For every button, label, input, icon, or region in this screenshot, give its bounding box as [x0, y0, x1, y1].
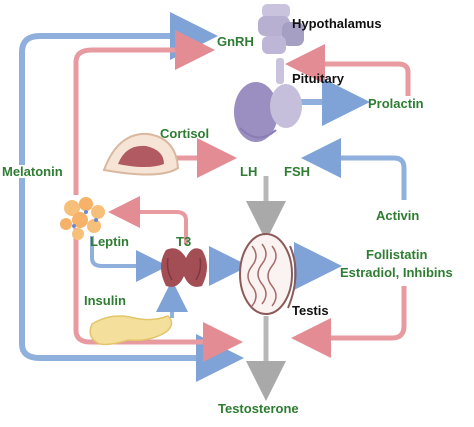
melatonin-to-gnrh-arrow [19, 12, 218, 165]
label-follistatin: Follistatin [366, 247, 427, 262]
label-hypothalamus: Hypothalamus [292, 16, 382, 31]
label-lh: LH [240, 164, 257, 179]
label-melatonin: Melatonin [2, 164, 63, 179]
testis-icon [239, 233, 297, 315]
label-gnrh: GnRH [217, 34, 254, 49]
label-leptin: Leptin [90, 234, 129, 249]
pancreas-icon [89, 315, 173, 346]
label-activin: Activin [376, 208, 419, 223]
label-prolactin: Prolactin [368, 96, 424, 111]
label-fsh: FSH [284, 164, 310, 179]
prolactin-feedback-arrow [285, 44, 411, 96]
t3-to-leptin-arrow [108, 196, 188, 244]
label-cortisol: Cortisol [160, 126, 209, 141]
estradiol-feedback-arrow [291, 286, 407, 358]
label-t3: T3 [176, 234, 191, 249]
adrenal-gland-icon [102, 132, 180, 176]
brain-hypothalamus-icon [258, 4, 304, 54]
label-testis: Testis [292, 303, 329, 318]
adipose-to-gnrh-arrow [73, 30, 215, 195]
label-insulin: Insulin [84, 293, 126, 308]
label-testosterone: Testosterone [218, 401, 299, 416]
leptin-to-t3-arrow [90, 236, 168, 282]
activin-feedback-arrow [301, 138, 407, 200]
adipose-to-testis-arrow [73, 228, 243, 362]
melatonin-to-testis-arrow [19, 178, 244, 382]
fat-cells-icon [60, 197, 105, 240]
label-estradiol-inhibins: Estradiol, Inhibins [340, 265, 453, 280]
pituitary-gland-icon [234, 58, 302, 142]
label-pituitary: Pituitary [292, 71, 345, 86]
thyroid-gland-icon [161, 248, 207, 287]
